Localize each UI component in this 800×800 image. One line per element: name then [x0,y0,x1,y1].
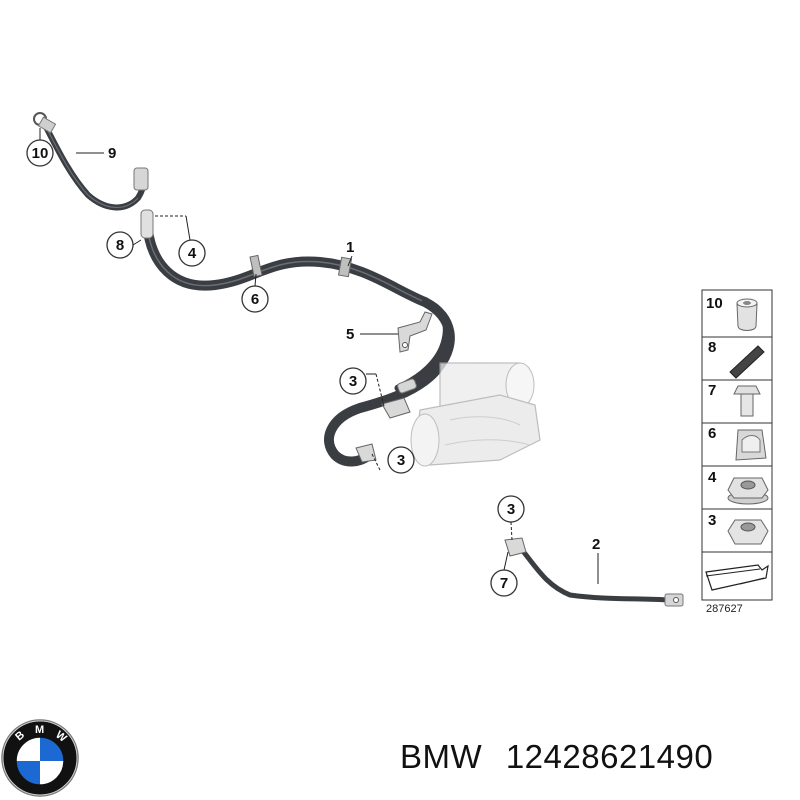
svg-text:7: 7 [500,575,508,592]
svg-text:4: 4 [188,245,197,262]
callout-4: 4 [155,215,206,267]
parts-legend: 10 8 7 6 4 3 [701,289,773,601]
legend-row-4: 4 [708,469,769,505]
svg-text:8: 8 [708,339,716,356]
svg-text:6: 6 [251,291,259,308]
bmw-logo: B M W [1,719,79,797]
callout-7: 7 [490,551,518,597]
legend-row-7: 7 [708,382,761,417]
legend-row-6: 6 [708,425,767,461]
callout-10: 10 [26,128,54,167]
callout-1: 1 [346,239,354,267]
hex-nut-icon [727,519,769,545]
cable-2 [504,537,684,607]
bolt-icon [733,385,761,395]
legend-footer-arrow [705,564,769,591]
diagram-reference-number: 287627 [706,603,743,615]
svg-text:3: 3 [507,501,515,518]
svg-text:7: 7 [708,382,716,399]
legend-row-10: 10 [706,295,758,331]
callout-8: 8 [106,231,142,259]
callout-3-right: 3 [497,495,525,541]
callout-3-lower: 3 [371,446,415,474]
svg-text:5: 5 [346,326,354,343]
svg-text:1: 1 [346,239,354,256]
brand-name: BMW [400,738,483,775]
callout-9: 9 [108,145,116,162]
svg-text:3: 3 [397,452,405,469]
svg-text:M: M [35,724,44,736]
legend-row-8: 8 [708,339,765,379]
callout-6: 6 [241,273,269,313]
svg-text:2: 2 [592,536,600,553]
starter-motor [410,362,541,467]
svg-text:3: 3 [708,512,716,529]
svg-text:10: 10 [706,295,723,312]
callout-2: 2 [592,536,600,584]
part-number: 12428621490 [505,738,714,775]
svg-text:8: 8 [116,237,124,254]
legend-row-3: 3 [708,512,769,545]
arrow-icon [705,564,769,591]
cable-9 [33,112,149,211]
callout-3-middle: 3 [339,367,385,407]
hose-piece-icon [729,345,765,379]
svg-text:10: 10 [32,145,49,162]
sleeve-icon [736,303,758,331]
svg-text:4: 4 [708,469,717,486]
cable-1 [140,209,455,467]
part-caption: BMW 12428621490 [400,738,792,776]
svg-text:3: 3 [349,373,357,390]
svg-text:6: 6 [708,425,716,442]
callout-5: 5 [346,326,398,343]
